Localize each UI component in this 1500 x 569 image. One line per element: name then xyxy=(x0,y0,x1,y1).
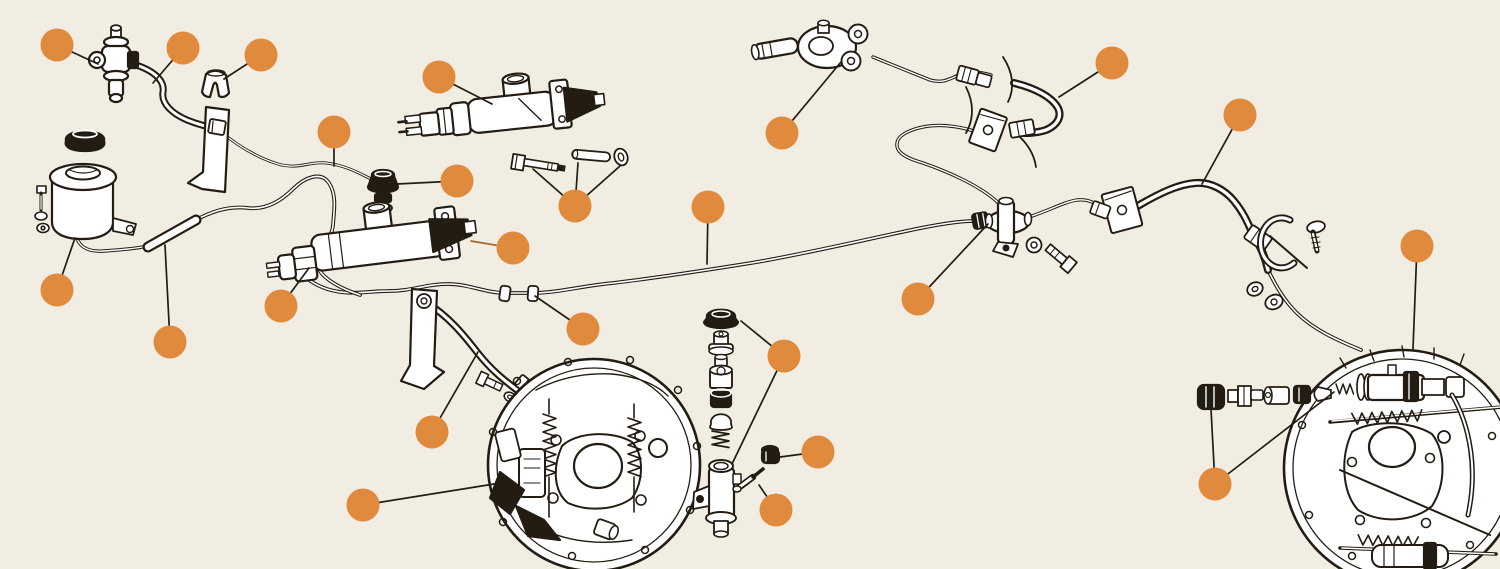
hose-bracket-plate xyxy=(968,107,1008,153)
rear-bushing xyxy=(1263,386,1290,405)
callout-dot[interactable] xyxy=(40,28,74,62)
rear-wheel-cylinder xyxy=(1356,364,1465,403)
reservoir xyxy=(48,162,137,241)
bleeder-cap xyxy=(760,444,781,465)
three-way-union xyxy=(984,196,1033,258)
rear-backing-plate xyxy=(1282,345,1500,569)
return-spring-left xyxy=(542,413,557,478)
callout-dot[interactable] xyxy=(558,189,592,223)
hose-fitting xyxy=(955,64,993,89)
reservoir-cap xyxy=(64,129,106,153)
front-hose-bracket xyxy=(399,287,446,391)
callout-dot[interactable] xyxy=(1095,46,1129,80)
callout-dot[interactable] xyxy=(264,289,298,323)
callout-dot[interactable] xyxy=(901,282,935,316)
frame-cutaway-arc xyxy=(1002,56,1014,103)
callout-dot[interactable] xyxy=(1198,467,1232,501)
callout-dot[interactable] xyxy=(153,325,187,359)
shoe-shadow xyxy=(488,470,526,516)
callout-dot[interactable] xyxy=(801,435,835,469)
piston-cup xyxy=(709,364,733,389)
pipe-bracket xyxy=(186,105,231,194)
pipe-clip xyxy=(200,69,231,99)
callout-dot[interactable] xyxy=(415,415,449,449)
clevis-pin xyxy=(571,148,611,163)
front-backing-plate xyxy=(486,355,702,569)
callout-dot[interactable] xyxy=(346,488,380,522)
rear-fitting xyxy=(1227,385,1264,407)
mounting-bolt xyxy=(510,152,566,172)
callout-dot[interactable] xyxy=(566,312,600,346)
front-hose-bolt xyxy=(475,370,504,392)
dust-cap xyxy=(702,308,740,330)
clamp-bolt xyxy=(1306,220,1326,254)
leader-line xyxy=(362,483,495,506)
hose-end-fitting xyxy=(1008,118,1036,139)
callout-dot[interactable] xyxy=(422,60,456,94)
leader-line xyxy=(917,223,989,300)
callout-dot[interactable] xyxy=(166,31,200,65)
leader-line xyxy=(1412,245,1418,350)
callout-dot[interactable] xyxy=(765,116,799,150)
rear-hose-bracket xyxy=(1100,185,1144,235)
bleeder-screw xyxy=(732,467,765,493)
adjuster-plug xyxy=(593,518,619,541)
adjuster-cable xyxy=(1339,469,1491,536)
callout-dot[interactable] xyxy=(244,38,278,72)
rear-cylinder-parts xyxy=(1196,383,1355,411)
cup-small xyxy=(714,353,728,367)
pipe-sleeve xyxy=(144,216,200,251)
rear-boot xyxy=(1196,383,1226,411)
inlet-grommet xyxy=(366,168,400,204)
callout-dot[interactable] xyxy=(759,493,793,527)
rear-cup xyxy=(1313,386,1332,402)
parking-lever xyxy=(1437,392,1475,518)
clamp-pin xyxy=(1269,235,1308,269)
callout-dot[interactable] xyxy=(496,231,530,265)
cup-dome xyxy=(709,413,733,431)
callout-dot[interactable] xyxy=(440,164,474,198)
callout-layer xyxy=(40,28,1434,527)
rear-spring xyxy=(1335,383,1355,395)
hose-lock-washers xyxy=(1246,281,1284,311)
callout-dot[interactable] xyxy=(691,190,725,224)
four-way-union xyxy=(750,19,869,72)
lock-washer xyxy=(613,147,629,167)
reservoir-bolt xyxy=(34,185,50,234)
return-spring-right xyxy=(627,417,642,478)
leader-line xyxy=(731,355,785,465)
wheel-cylinder-kit xyxy=(702,308,740,449)
callout-dot[interactable] xyxy=(317,115,351,149)
union-washer xyxy=(1025,236,1043,254)
rear-seal xyxy=(1292,384,1312,405)
union-bolt xyxy=(1044,243,1078,275)
master-cylinder xyxy=(265,201,478,283)
adjuster-block xyxy=(518,448,546,498)
seal xyxy=(709,388,733,409)
callout-dot[interactable] xyxy=(1400,229,1434,263)
callout-dot[interactable] xyxy=(767,339,801,373)
wheel-cylinder-body xyxy=(692,459,742,538)
cylinder-spring xyxy=(711,430,730,449)
hose-clamp xyxy=(1243,214,1308,272)
callout-dot[interactable] xyxy=(1223,98,1257,132)
reservoir-supply-pipe xyxy=(75,174,362,297)
leader-line xyxy=(1214,391,1335,485)
frame-cutaway-arc xyxy=(965,86,973,134)
lower-adjuster-rod xyxy=(1338,534,1498,569)
callout-dot[interactable] xyxy=(40,273,74,307)
rear-hose-fitting xyxy=(1089,200,1112,220)
